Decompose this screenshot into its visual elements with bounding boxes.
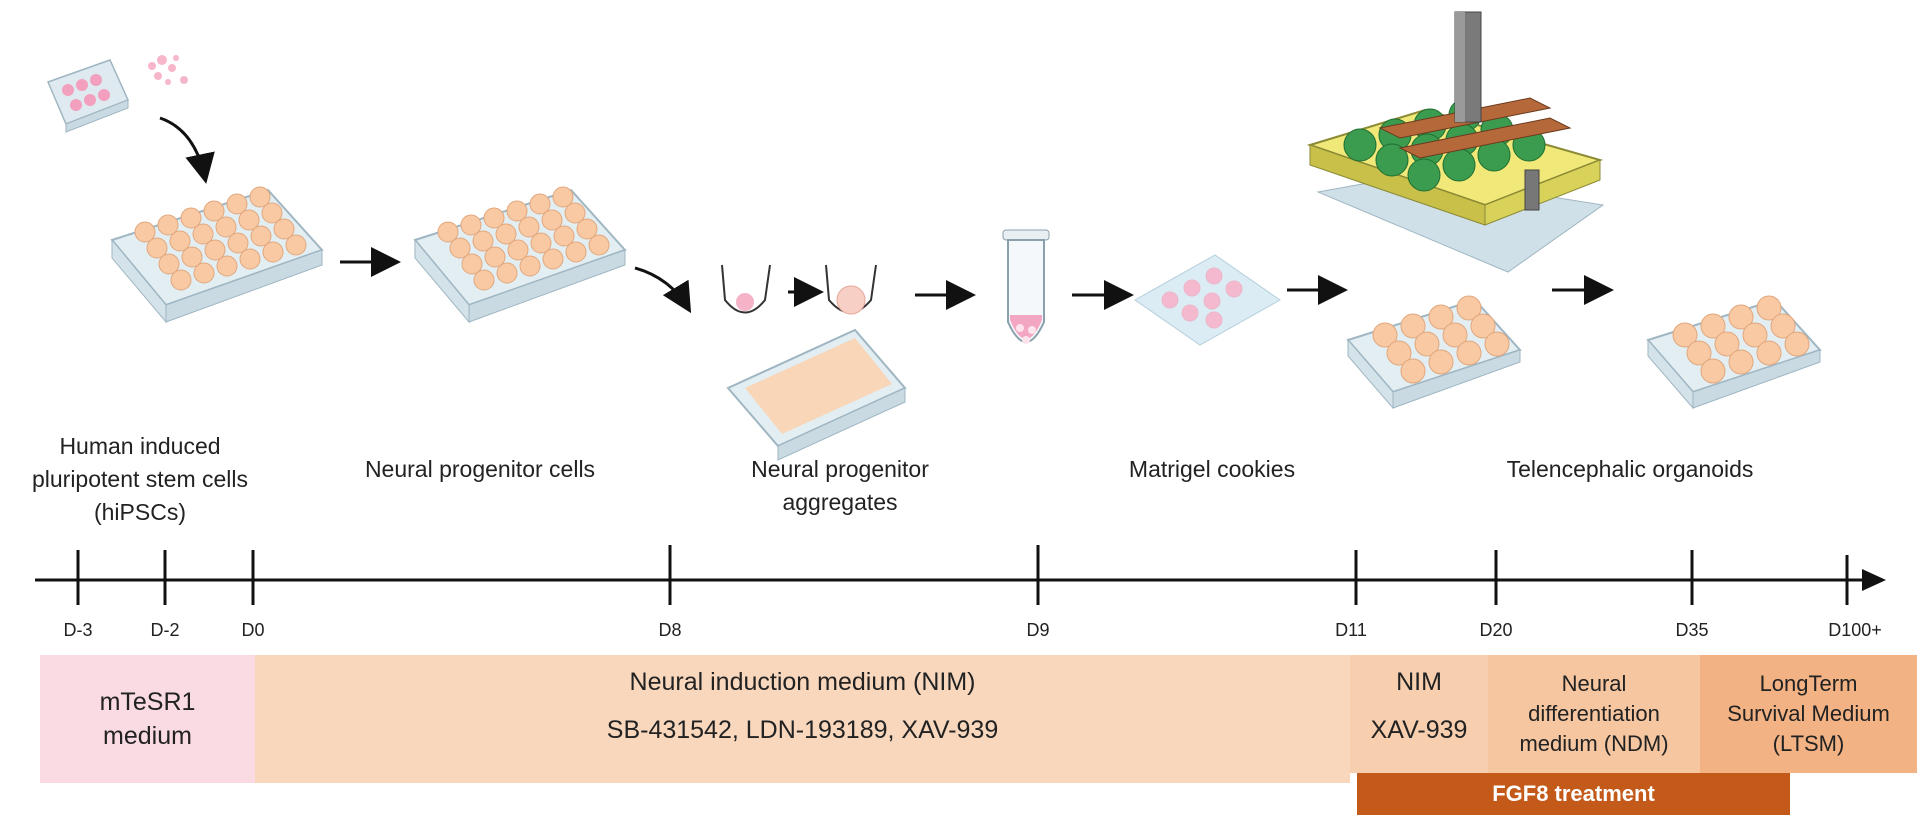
stage-label-matrigel: Matrigel cookies (1128, 456, 1296, 482)
centrifuge-tube-icon (1002, 229, 1050, 344)
tick-label-d-2: D-2 (150, 620, 180, 640)
band-nim: Neural induction medium (NIM) SB-431542,… (255, 655, 1350, 783)
mtesr1-medium-label: mTeSR1 medium (99, 688, 196, 750)
band-ltsm: LongTerm Survival Medium (LTSM) (1700, 655, 1917, 773)
tick-label-d-3: D-3 (63, 620, 93, 640)
stage-label-npa: Neural progenitor aggregates (751, 456, 929, 515)
well-plate-24-icon (413, 186, 627, 324)
spinning-bioreactor-icon (1306, 11, 1605, 273)
nim-short-label: NIM (1396, 668, 1442, 696)
well-plate-12-icon (1646, 295, 1822, 410)
tick-label-d11: D11 (1335, 620, 1367, 640)
u-bottom-well-icon (825, 264, 877, 315)
fgf8-label: FGF8 treatment (1492, 781, 1655, 806)
cells-icon (148, 55, 188, 85)
u-bottom-well-icon (721, 264, 771, 314)
workflow-illustrations (46, 11, 1822, 461)
band-ndm: Neural differentiation medium (NDM) (1488, 655, 1700, 773)
ndm-label: Neural differentiation medium (NDM) (1519, 671, 1669, 756)
tick-label-d0: D0 (241, 620, 265, 640)
six-well-plate-icon (46, 59, 130, 133)
well-plate-24-icon (110, 186, 324, 324)
tick-label-d9: D9 (1026, 620, 1050, 640)
stage-label-npc: Neural progenitor cells (364, 456, 596, 482)
band-nim-xav: NIM XAV-939 (1350, 655, 1488, 773)
nim-title: Neural induction medium (NIM) (629, 668, 976, 696)
matrigel-cookies-icon (1134, 254, 1281, 346)
stage-label-hipsc: Human induced pluripotent stem cells (hi… (31, 433, 249, 525)
well-plate-12-icon (1346, 295, 1522, 410)
tick-label-d35: D35 (1675, 620, 1709, 640)
well-plate-96-icon (726, 328, 907, 461)
ltsm-label: LongTerm Survival Medium (LTSM) (1727, 671, 1890, 756)
tick-label-d20: D20 (1479, 620, 1513, 640)
band-fgf8-treatment: FGF8 treatment (1357, 773, 1790, 815)
nim-short-compound: XAV-939 (1370, 716, 1468, 744)
tick-label-d100: D100+ (1828, 620, 1882, 640)
nim-compounds: SB-431542, LDN-193189, XAV-939 (606, 716, 999, 744)
band-mtesr1-medium: mTeSR1 medium (40, 655, 255, 783)
tick-label-d8: D8 (658, 620, 682, 640)
stage-label-organoids: Telencephalic organoids (1506, 456, 1754, 482)
timeline-axis (35, 545, 1886, 605)
